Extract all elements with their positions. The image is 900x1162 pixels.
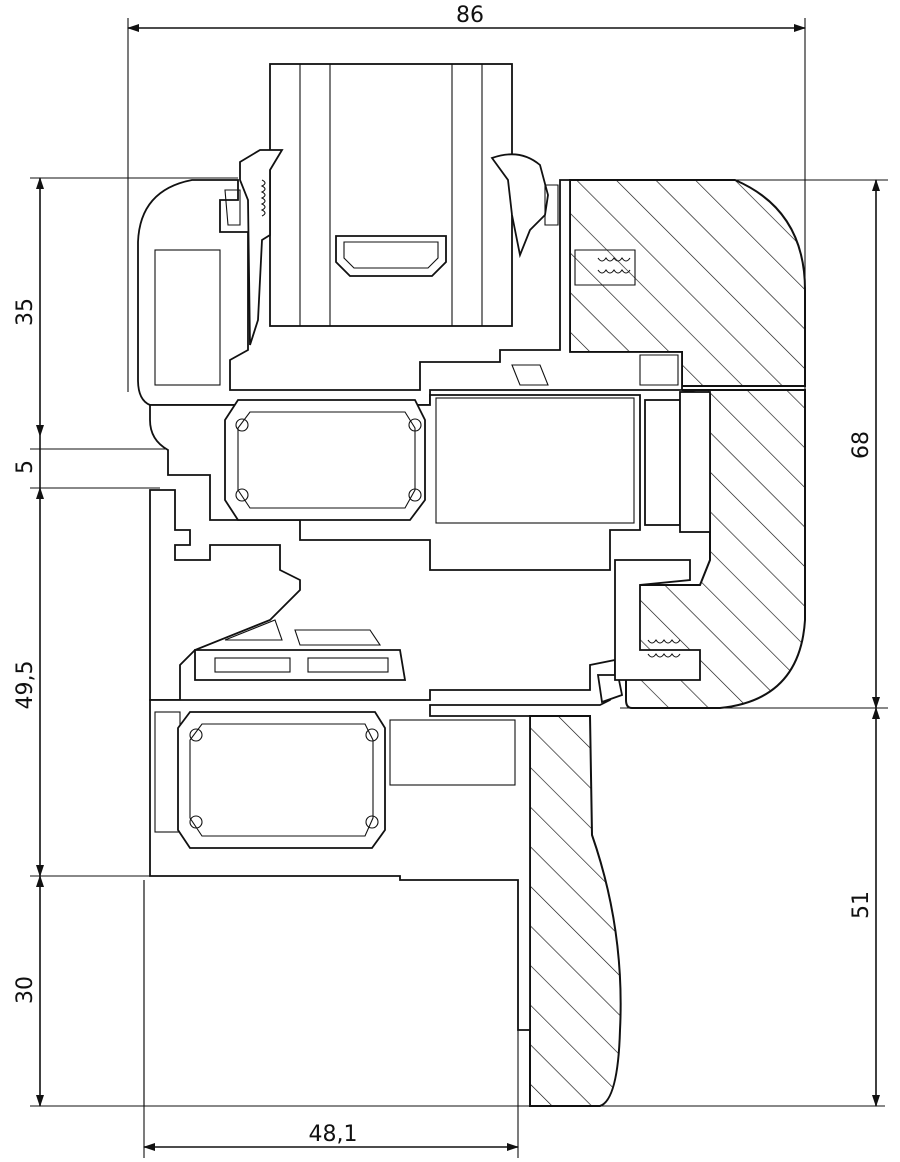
dim-left-upper: 35: [13, 298, 38, 326]
dim-bottom-width: 48,1: [309, 1122, 358, 1147]
wood-cladding: [529, 179, 806, 1107]
dimension-labels: 86 35 5 49,5 30 68 51 48,1: [13, 3, 874, 1147]
dim-right-lower: 51: [849, 891, 874, 919]
dim-left-middle: 49,5: [13, 661, 38, 710]
wood-frame-middle: [625, 389, 806, 709]
dim-left-lower: 30: [13, 976, 38, 1004]
wood-sill-lower: [529, 715, 622, 1107]
dim-right-upper: 68: [849, 431, 874, 459]
glazing-gaskets: [239, 149, 549, 346]
outer-frame-profile: [149, 489, 701, 1031]
dim-left-gap: 5: [13, 460, 38, 474]
frame-profile: [149, 391, 711, 571]
wood-sash-upper: [569, 179, 806, 387]
glazing-unit: [269, 63, 513, 327]
sash-profile: [137, 179, 683, 406]
dim-top-width: 86: [456, 3, 484, 28]
